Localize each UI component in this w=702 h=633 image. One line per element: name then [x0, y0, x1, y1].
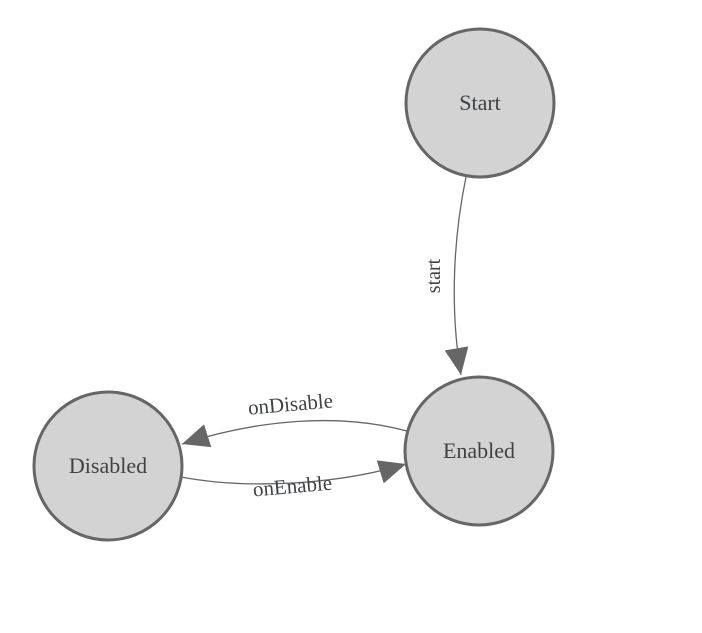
- state-node-disabled: Disabled: [32, 390, 184, 542]
- state-node-label-disabled: Disabled: [69, 453, 147, 478]
- transition-edge-disabled-to-enabled: [180, 460, 407, 485]
- state-node-circle-enabled: [403, 375, 555, 527]
- state-node-start: Start: [404, 27, 556, 179]
- transition-edge-enabled-to-disabled: [181, 419, 408, 448]
- state-node-circle-start: [404, 27, 556, 179]
- state-node-enabled: Enabled: [403, 375, 555, 527]
- edge-label-onenable: onEnable: [252, 471, 333, 502]
- transition-edge-start-to-enabled: [444, 176, 469, 376]
- state-node-label-enabled: Enabled: [443, 438, 515, 463]
- state-node-circle-disabled: [32, 390, 184, 542]
- edges-layer: start onDisable onEnable: [180, 176, 469, 502]
- state-node-label-start: Start: [459, 90, 501, 115]
- edge-label-ondisable: onDisable: [247, 388, 334, 419]
- edge-label-start: start: [423, 258, 445, 293]
